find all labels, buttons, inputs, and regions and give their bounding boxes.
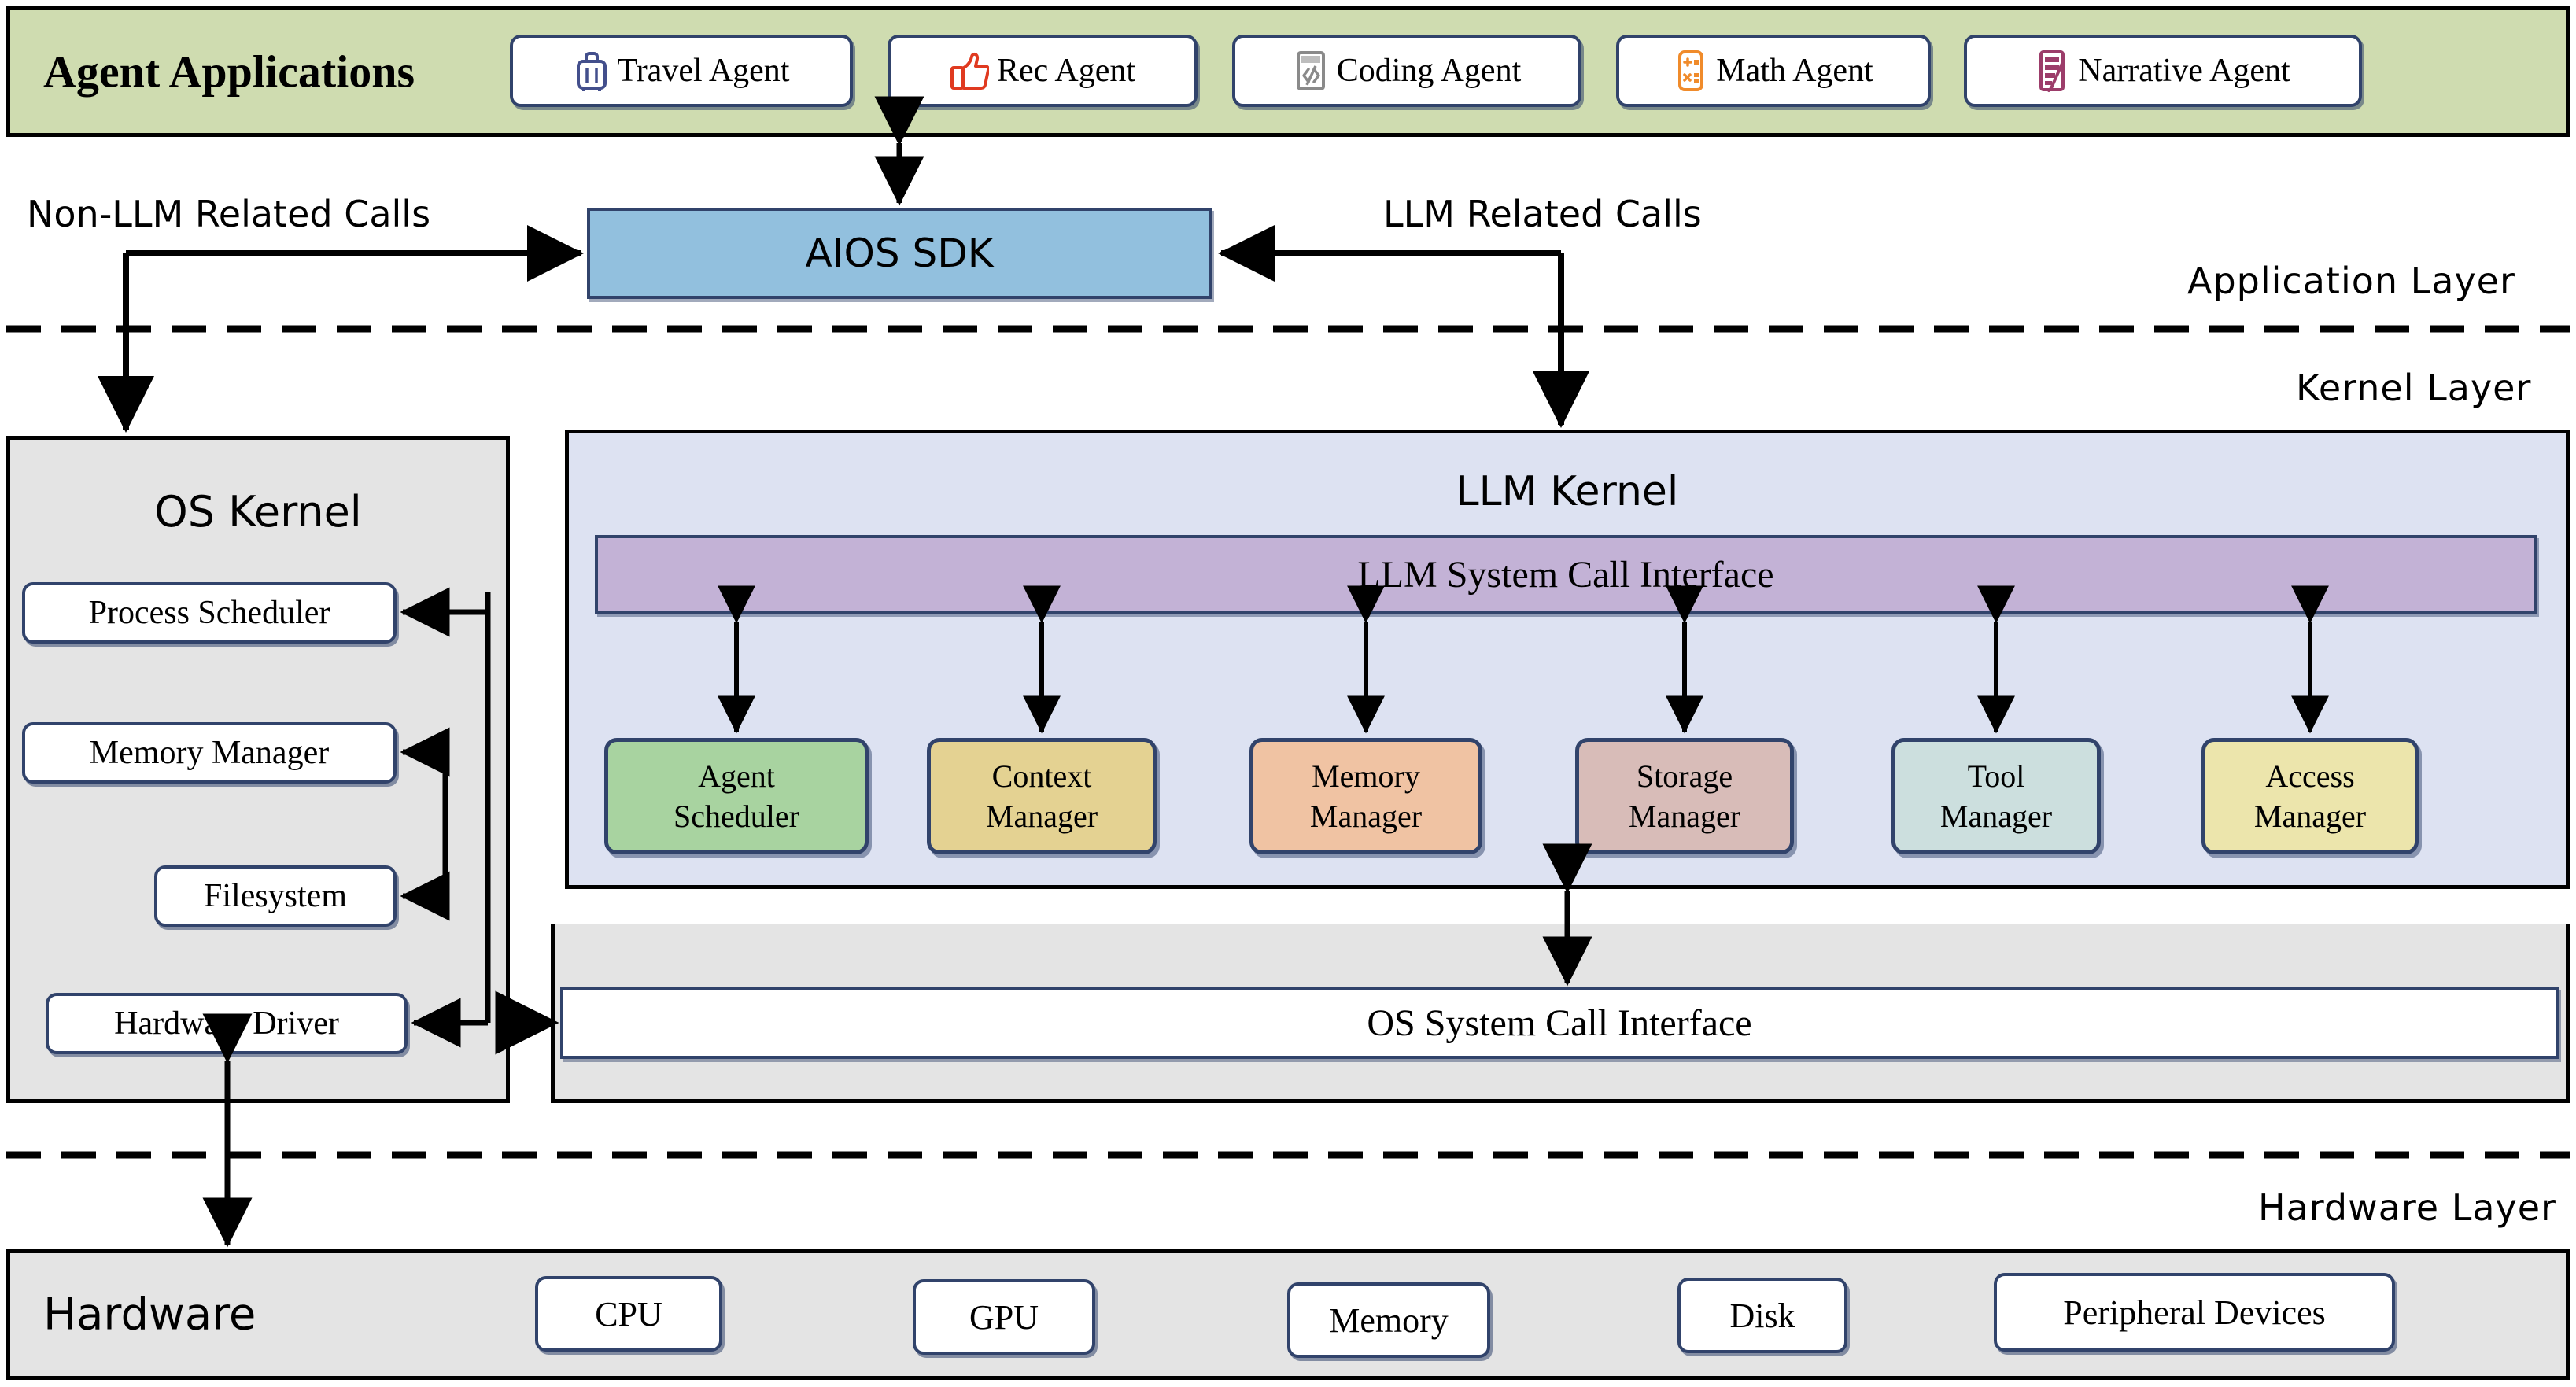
os-system-call-interface-box[interactable]: OS System Call Interface	[560, 987, 2559, 1059]
manager-label-line1: Context	[991, 758, 1092, 794]
manager-context-manager[interactable]: Context Manager	[927, 738, 1157, 854]
agent-chip-rec-agent[interactable]: Rec Agent	[888, 35, 1198, 107]
manager-label-line2: Manager	[1939, 799, 2053, 834]
llm-related-calls-label: LLM Related Calls	[1383, 193, 1702, 235]
manager-access-manager[interactable]: Access Manager	[2201, 738, 2419, 854]
agent-chip-travel-agent[interactable]: Travel Agent	[510, 35, 853, 107]
os-component-memory-manager[interactable]: Memory Manager	[22, 722, 397, 784]
aios-sdk-box[interactable]: AIOS SDK	[587, 208, 1212, 299]
hardware-device-memory[interactable]: Memory	[1287, 1282, 1490, 1358]
application-layer-label: Application Layer	[2187, 260, 2515, 302]
os-system-call-interface-label: OS System Call Interface	[1367, 1002, 1752, 1044]
llm-system-call-interface-label: LLM System Call Interface	[1357, 553, 1774, 596]
hardware-device-label: GPU	[969, 1297, 1039, 1337]
manager-label-line1: Access	[2265, 758, 2355, 794]
manager-label-line1: Memory	[1312, 758, 1420, 794]
os-kernel-title: OS Kernel	[154, 487, 362, 537]
manager-label-line1: Tool	[1967, 758, 2025, 794]
llm-kernel-title: LLM Kernel	[1456, 468, 1679, 515]
agent-chip-label: Rec Agent	[996, 53, 1136, 89]
hardware-device-label: Memory	[1329, 1300, 1449, 1340]
os-component-label: Hardware Driver	[114, 1005, 339, 1042]
manager-label-line2: Manager	[1628, 799, 1741, 834]
agent-chip-math-agent[interactable]: Math Agent	[1616, 35, 1931, 107]
os-component-hardware-driver[interactable]: Hardware Driver	[46, 993, 408, 1054]
suitcase-icon	[574, 49, 610, 93]
hardware-title: Hardware	[43, 1289, 256, 1341]
kernel-layer-label: Kernel Layer	[2296, 367, 2532, 409]
manager-storage-manager[interactable]: Storage Manager	[1575, 738, 1794, 854]
aios-sdk-label: AIOS SDK	[805, 231, 994, 276]
hardware-device-label: CPU	[595, 1294, 662, 1334]
agent-chip-coding-agent[interactable]: Coding Agent	[1232, 35, 1581, 107]
hardware-device-disk[interactable]: Disk	[1677, 1278, 1847, 1353]
non-llm-related-calls-label: Non-LLM Related Calls	[27, 193, 431, 235]
hardware-device-gpu[interactable]: GPU	[913, 1279, 1095, 1355]
agent-chip-narrative-agent[interactable]: Narrative Agent	[1964, 35, 2362, 107]
os-component-label: Filesystem	[203, 878, 347, 914]
hardware-device-label: Peripheral Devices	[2063, 1293, 2326, 1332]
hardware-layer-label: Hardware Layer	[2258, 1186, 2556, 1229]
manager-label-line2: Scheduler	[674, 799, 799, 834]
hardware-device-label: Disk	[1729, 1296, 1795, 1335]
calculator-icon	[1674, 49, 1708, 93]
manager-agent-scheduler[interactable]: Agent Scheduler	[604, 738, 869, 854]
manager-memory-manager[interactable]: Memory Manager	[1249, 738, 1482, 854]
os-component-process-scheduler[interactable]: Process Scheduler	[22, 582, 397, 644]
manager-label-line2: Manager	[2253, 799, 2367, 834]
hardware-device-peripheral-devices[interactable]: Peripheral Devices	[1994, 1273, 2395, 1352]
agent-chip-label: Narrative Agent	[2078, 53, 2290, 89]
thumbs-up-icon	[950, 50, 989, 91]
manager-label-line1: Storage	[1636, 758, 1733, 794]
llm-system-call-interface-box[interactable]: LLM System Call Interface	[595, 535, 2537, 614]
os-component-filesystem[interactable]: Filesystem	[154, 865, 397, 927]
agent-chip-label: Coding Agent	[1336, 53, 1522, 89]
notes-pen-icon	[2035, 49, 2070, 93]
os-component-label: Process Scheduler	[88, 595, 330, 631]
os-component-label: Memory Manager	[89, 735, 330, 771]
manager-label-line1: Agent	[698, 758, 775, 794]
hardware-device-cpu[interactable]: CPU	[535, 1276, 722, 1352]
manager-tool-manager[interactable]: Tool Manager	[1891, 738, 2101, 854]
code-window-icon	[1293, 49, 1329, 93]
manager-label-line2: Manager	[985, 799, 1098, 834]
agent-chip-label: Travel Agent	[617, 53, 790, 89]
agent-chip-label: Math Agent	[1716, 53, 1873, 89]
manager-label-line2: Manager	[1309, 799, 1423, 834]
agent-applications-title: Agent Applications	[43, 46, 415, 98]
